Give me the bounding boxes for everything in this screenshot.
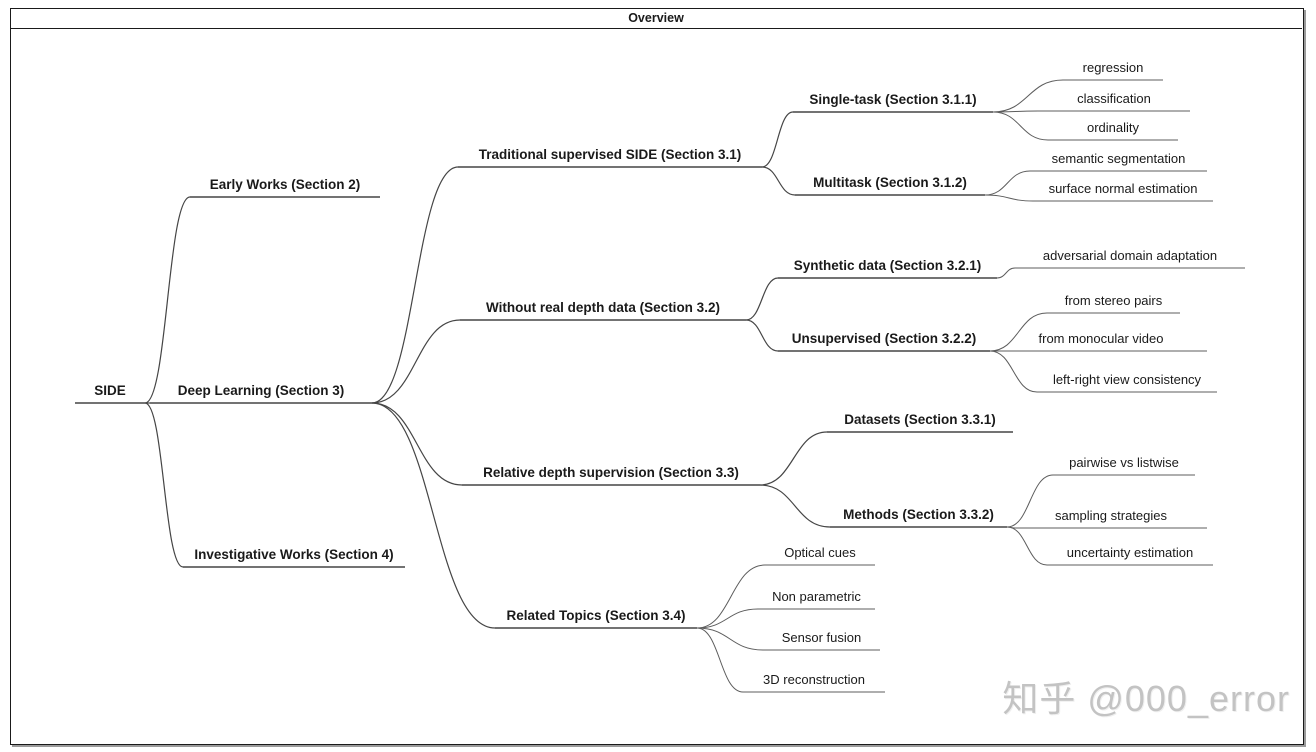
- node-traditional-supervised: Traditional supervised SIDE (Section 3.1…: [478, 147, 742, 162]
- node-stereo-pairs: from stereo pairs: [1064, 293, 1163, 308]
- edge-single-task-to-regression: [992, 79, 1064, 113]
- edge-deep-learning-to-traditional-supervised: [371, 166, 459, 404]
- edge-multitask-to-surface-normal: [984, 194, 1034, 202]
- edge-multitask-to-semantic-segmentation: [984, 170, 1031, 196]
- node-side: SIDE: [94, 383, 126, 398]
- edge-deep-learning-to-related-topics: [371, 402, 496, 629]
- node-sensor-fusion: Sensor fusion: [781, 630, 862, 645]
- diagram-frame: [10, 8, 1304, 745]
- edge-single-task-to-ordinality: [992, 111, 1049, 141]
- edge-relative-depth-to-datasets: [759, 431, 828, 486]
- edge-without-real-depth-to-unsupervised: [745, 319, 779, 352]
- node-single-task: Single-task (Section 3.1.1): [809, 92, 977, 107]
- edge-unsupervised-to-stereo-pairs: [989, 312, 1048, 352]
- node-pairwise: pairwise vs listwise: [1069, 455, 1179, 470]
- edge-side-to-early-works: [144, 196, 191, 404]
- node-without-real-depth: Without real depth data (Section 3.2): [486, 300, 720, 315]
- node-ordinality: ordinality: [1086, 120, 1140, 135]
- node-deep-learning: Deep Learning (Section 3): [177, 383, 345, 398]
- edge-methods-to-uncertainty: [1006, 526, 1048, 566]
- node-unsupervised: Unsupervised (Section 3.2.2): [791, 331, 977, 346]
- node-optical-cues: Optical cues: [784, 545, 856, 560]
- edge-traditional-supervised-to-single-task: [761, 111, 794, 168]
- node-investigative-works: Investigative Works (Section 4): [194, 547, 394, 562]
- node-surface-normal: surface normal estimation: [1048, 181, 1198, 196]
- node-sampling: sampling strategies: [1055, 508, 1167, 523]
- edge-deep-learning-to-relative-depth: [371, 402, 463, 486]
- edge-related-topics-to-optical-cues: [696, 564, 766, 629]
- node-related-topics: Related Topics (Section 3.4): [506, 608, 686, 623]
- node-left-right: left-right view consistency: [1052, 372, 1202, 387]
- edge-unsupervised-to-left-right: [989, 350, 1038, 393]
- node-adversarial: adversarial domain adaptation: [1042, 248, 1218, 263]
- diagram-title: Overview: [10, 8, 1302, 29]
- watermark: 知乎 @000_error: [1002, 678, 1290, 719]
- node-monocular-video: from monocular video: [1038, 331, 1164, 346]
- node-early-works: Early Works (Section 2): [209, 177, 361, 192]
- edge-traditional-supervised-to-multitask: [761, 166, 796, 196]
- edge-methods-to-pairwise: [1006, 474, 1054, 528]
- node-semantic-segmentation: semantic segmentation: [1051, 151, 1186, 166]
- edge-related-topics-to-3d-reconstruction: [696, 627, 744, 693]
- edge-relative-depth-to-methods: [759, 484, 831, 528]
- node-methods: Methods (Section 3.3.2): [843, 507, 994, 522]
- node-synthetic-data: Synthetic data (Section 3.2.1): [793, 258, 982, 273]
- node-datasets: Datasets (Section 3.3.1): [844, 412, 996, 427]
- node-3d-reconstruction: 3D reconstruction: [763, 672, 865, 687]
- node-classification: classification: [1077, 91, 1151, 106]
- node-regression: regression: [1082, 60, 1144, 75]
- edge-deep-learning-to-without-real-depth: [371, 319, 461, 404]
- edge-side-to-investigative-works: [144, 402, 184, 568]
- node-multitask: Multitask (Section 3.1.2): [813, 175, 967, 190]
- node-uncertainty: uncertainty estimation: [1066, 545, 1194, 560]
- node-non-parametric: Non parametric: [772, 589, 861, 604]
- edge-related-topics-to-sensor-fusion: [696, 627, 764, 651]
- edge-without-real-depth-to-synthetic-data: [745, 277, 779, 321]
- edge-related-topics-to-non-parametric: [696, 608, 759, 629]
- node-relative-depth: Relative depth supervision (Section 3.3): [483, 465, 739, 480]
- edge-synthetic-data-to-adversarial: [996, 267, 1016, 279]
